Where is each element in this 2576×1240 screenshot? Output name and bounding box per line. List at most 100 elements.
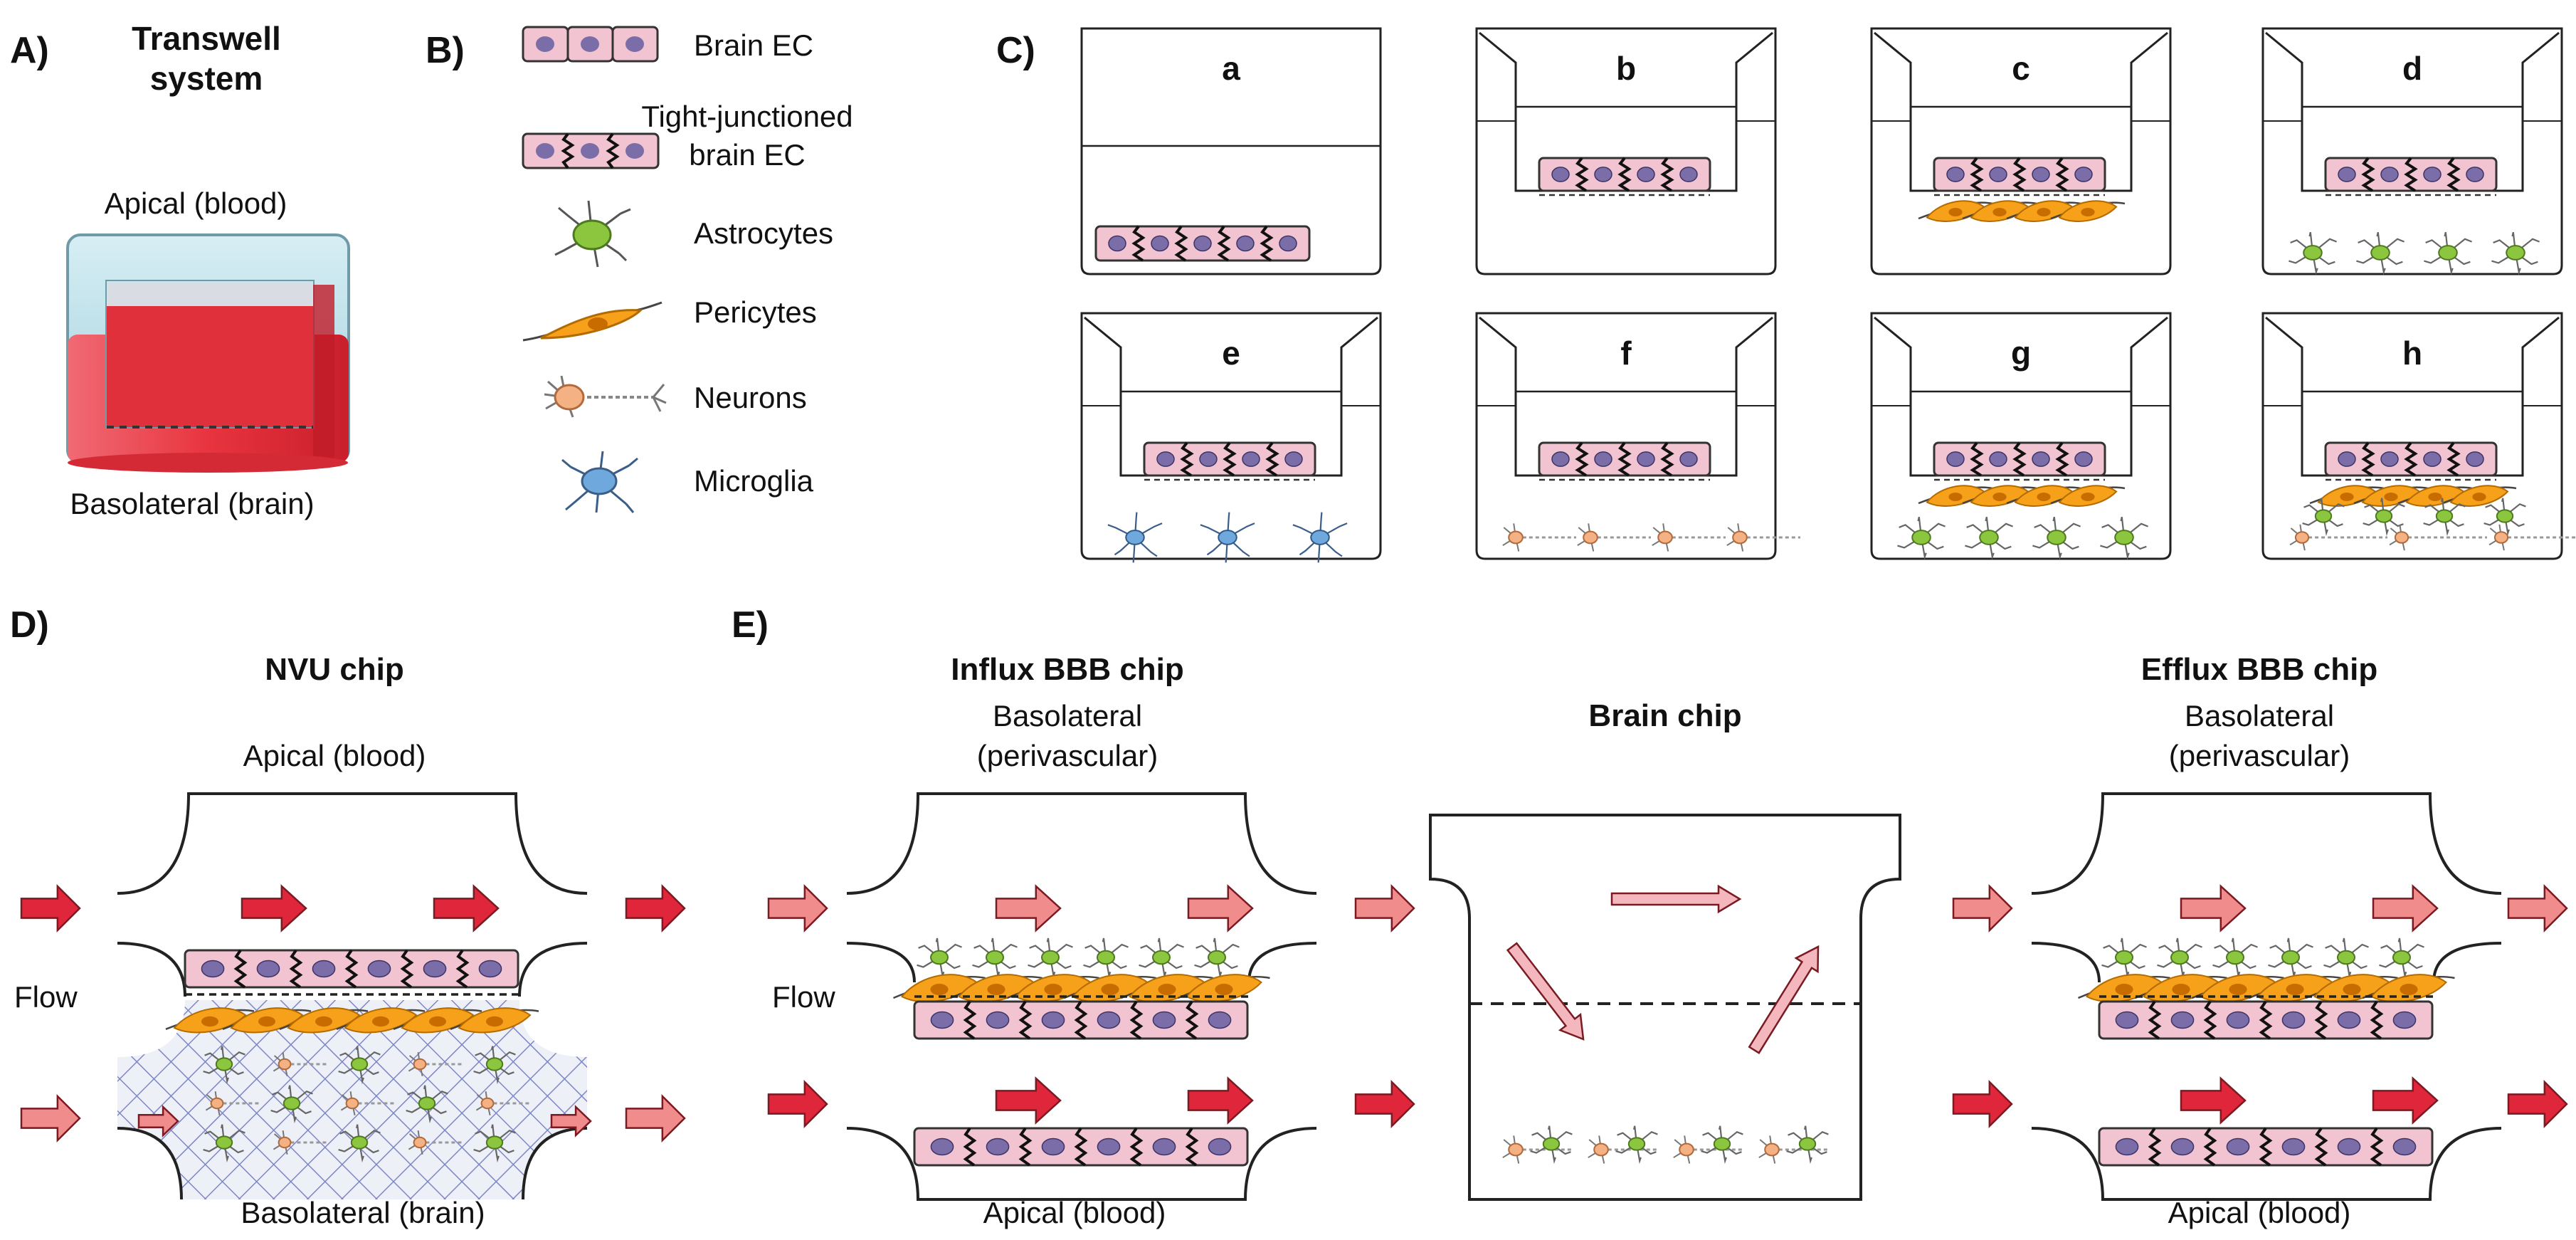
microglia-cell: [1200, 512, 1255, 563]
brain-chip-diagram: [1429, 814, 1901, 1201]
flow-arrow-icon: [2180, 884, 2247, 932]
legend-pericyte-label: Pericytes: [694, 295, 817, 329]
panel-a-letter: A): [10, 30, 49, 71]
legend-astrocyte-label: Astrocytes: [694, 216, 833, 250]
legend-pericyte-icon: [522, 301, 663, 342]
influx-chip-title: Influx BBB chip: [951, 652, 1184, 687]
well-a: a: [1080, 27, 1382, 275]
tight-junction-ec-row: [1094, 225, 1311, 262]
astrocyte-cell: [1965, 516, 2014, 560]
legend-tight-junction-ec-icon: [522, 132, 660, 169]
well-g: g: [1870, 312, 2172, 560]
astrocyte-cell: [1786, 1125, 1829, 1165]
transwell-title-line1: Transwell: [132, 20, 281, 57]
astrocyte-cell: [1701, 1125, 1743, 1165]
astrocyte-cell: [2032, 516, 2081, 560]
well-label: b: [1616, 50, 1636, 87]
flow-arrow-icon: [20, 883, 81, 933]
astrocyte-cell: [2363, 498, 2405, 537]
panel-d-letter: D): [10, 604, 49, 646]
flow-arrow-icon: [1187, 1076, 1254, 1125]
influx-top-label-2: (perivascular): [977, 739, 1158, 772]
neuron-cell: [273, 1052, 327, 1077]
nvu-flow-label: Flow: [14, 980, 78, 1014]
legend-astrocyte-icon: [554, 200, 631, 268]
transwell-basolateral-label: Basolateral (brain): [70, 487, 314, 520]
neuron-cell: [1652, 523, 1726, 552]
neuron-cell: [408, 1130, 463, 1155]
astrocyte-cell: [270, 1085, 313, 1124]
pericyte-cell: [2050, 485, 2126, 507]
tight-junction-ec-row: [184, 949, 519, 989]
brain-chip-flow-arrow-icon: [1610, 884, 1742, 914]
legend-microglia-icon: [561, 451, 638, 513]
tight-junction-ec-row: [913, 1127, 1249, 1167]
panel-b-letter: B): [426, 30, 465, 71]
astrocyte-cell: [2379, 937, 2424, 979]
microglia-cell: [1107, 512, 1163, 563]
neuron-cell: [2389, 524, 2487, 551]
flow-arrow-icon: [1187, 884, 1254, 932]
tight-junction-ec-row: [2098, 1000, 2434, 1040]
brain-chip-title: Brain chip: [1588, 698, 1741, 733]
astrocyte-cell: [406, 1085, 448, 1124]
flow-arrow-icon: [2507, 883, 2568, 933]
tight-junction-ec-row: [913, 1000, 1249, 1040]
neuron-cell: [2289, 524, 2387, 551]
tight-junction-ec-row: [1933, 441, 2106, 477]
panel-c-letter: C): [996, 30, 1035, 71]
influx-flow-label: Flow: [772, 980, 835, 1014]
neuron-cell: [1502, 1135, 1573, 1164]
well-label: c: [2012, 50, 2030, 87]
astrocyte-cell: [473, 1046, 516, 1085]
astrocyte-cell: [2101, 937, 2147, 979]
efflux-bottom-label: Apical (blood): [2168, 1196, 2351, 1229]
astrocyte-cell: [203, 1046, 246, 1085]
flow-arrow-icon: [241, 884, 307, 932]
neuron-cell: [1502, 523, 1576, 552]
astrocyte-cell: [1139, 937, 1184, 979]
flow-arrow-icon: [2507, 1079, 2568, 1129]
transwell-apical-label: Apical (blood): [105, 186, 287, 220]
brain-chip-flow-arrow-icon: [1748, 945, 1820, 1054]
nvu-basolateral-label: Basolateral (brain): [241, 1196, 485, 1229]
neuron-cell: [2488, 524, 2576, 551]
flow-arrow-icon: [2180, 1076, 2247, 1125]
nvu-chip-diagram: [20, 792, 686, 1200]
astrocyte-cell: [1530, 1125, 1573, 1165]
tight-junction-ec-row: [1933, 157, 2106, 192]
flow-arrow-icon: [1354, 883, 1415, 933]
panel-e-letter: E): [732, 604, 769, 646]
astrocyte-cell: [2289, 231, 2338, 275]
flow-arrow-icon: [433, 884, 500, 932]
astrocyte-cell: [203, 1124, 246, 1163]
neuron-cell: [340, 1091, 395, 1116]
well-label: f: [1620, 335, 1632, 372]
flow-arrow-icon: [137, 1105, 179, 1137]
efflux-top-label-1: Basolateral: [2185, 699, 2334, 732]
neuron-cell: [273, 1130, 327, 1155]
astrocyte-cell: [473, 1124, 516, 1163]
neuron-cell: [475, 1091, 530, 1116]
astrocyte-cell: [972, 937, 1018, 979]
influx-bottom-label: Apical (blood): [983, 1196, 1166, 1229]
flow-arrow-icon: [767, 883, 828, 933]
astrocyte-cell: [1194, 937, 1240, 979]
nvu-apical-label: Apical (blood): [243, 739, 426, 772]
pericyte-cell: [2442, 485, 2517, 507]
astrocyte-cell: [2491, 231, 2540, 275]
astrocyte-cell: [338, 1046, 381, 1085]
flow-arrow-icon: [995, 1076, 1062, 1125]
astrocyte-cell: [2356, 231, 2405, 275]
flow-arrow-icon: [2372, 884, 2439, 932]
astrocyte-cell: [2323, 937, 2369, 979]
neuron-cell: [1577, 523, 1651, 552]
astrocyte-cell: [2424, 231, 2473, 275]
neuron-cell: [1726, 523, 1800, 552]
well-c: c: [1870, 27, 2172, 275]
tight-junction-ec-row: [2324, 441, 2498, 477]
astrocyte-cell: [2157, 937, 2202, 979]
neuron-cell: [1673, 1135, 1743, 1164]
brain-chip-flow-arrow-icon: [1506, 942, 1585, 1041]
